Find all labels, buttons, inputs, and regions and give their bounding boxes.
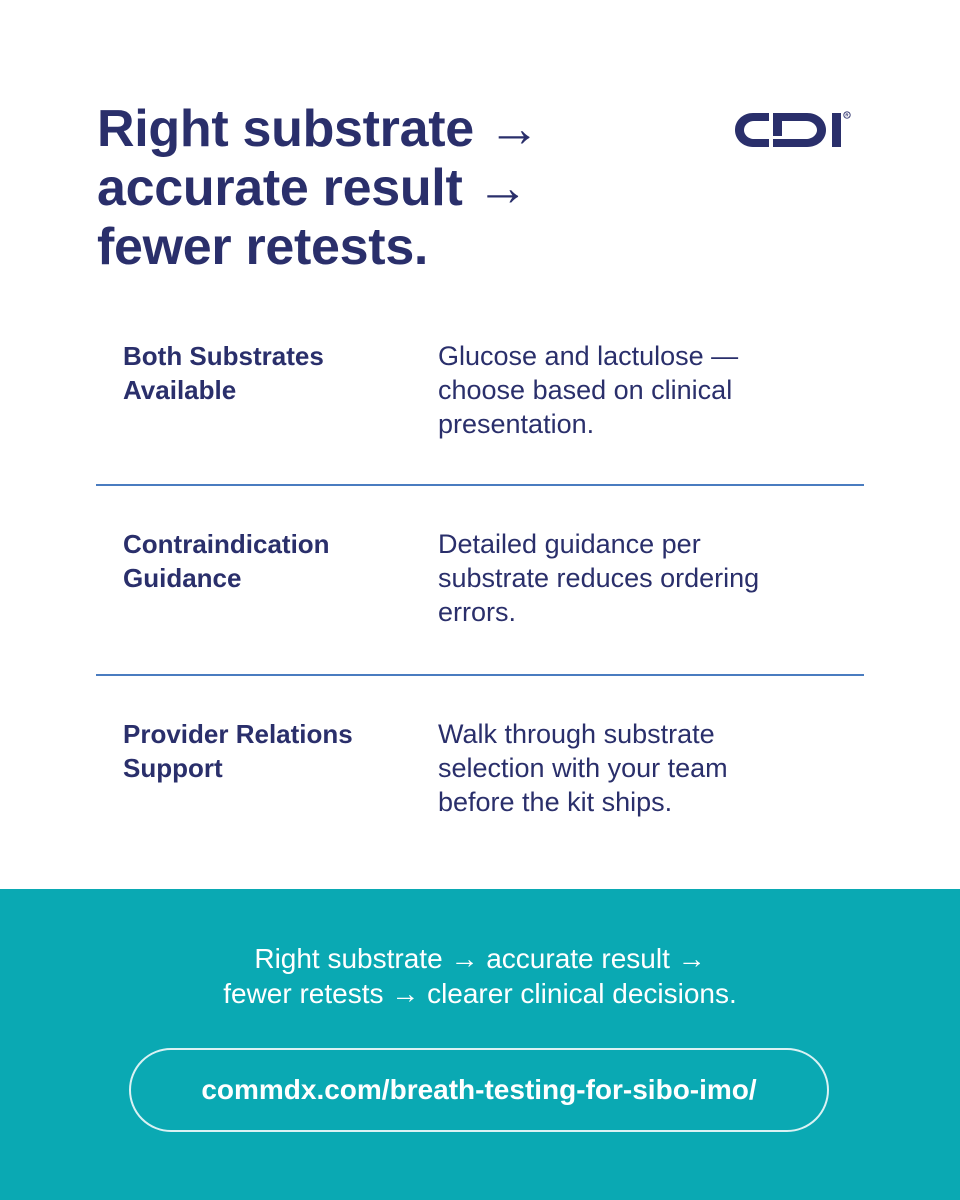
feature-row: Provider Relations Support Walk through … [96,676,864,866]
footer-banner: Right substrate → accurate result → fewe… [0,889,960,1200]
headline-line-2: accurate result → [97,159,529,217]
feature-description: Detailed guidance per substrate reduces … [438,529,760,627]
feature-description: Glucose and lactulose — choose based on … [438,341,739,439]
feature-title: Contraindication Guidance [123,529,330,593]
feature-list: Both Substrates Available Glucose and la… [96,318,864,866]
headline: Right substrate → accurate result → fewe… [97,100,657,277]
footer-tagline-line-2: fewer retests → clearer clinical decisio… [223,978,737,1009]
feature-description: Walk through substrate selection with yo… [438,719,728,817]
feature-title: Both Substrates Available [123,341,324,405]
svg-text:R: R [845,113,849,118]
headline-line-1: Right substrate → [97,100,540,158]
footer-tagline: Right substrate → accurate result → fewe… [0,941,960,1011]
feature-row: Both Substrates Available Glucose and la… [96,318,864,486]
cdi-logo: R [735,111,851,147]
website-link-button[interactable]: commdx.com/breath-testing-for-sibo-imo/ [129,1048,829,1132]
headline-line-3: fewer retests. [97,218,429,276]
feature-title: Provider Relations Support [123,719,353,783]
footer-tagline-line-1: Right substrate → accurate result → [254,943,706,974]
feature-row: Contraindication Guidance Detailed guida… [96,486,864,676]
